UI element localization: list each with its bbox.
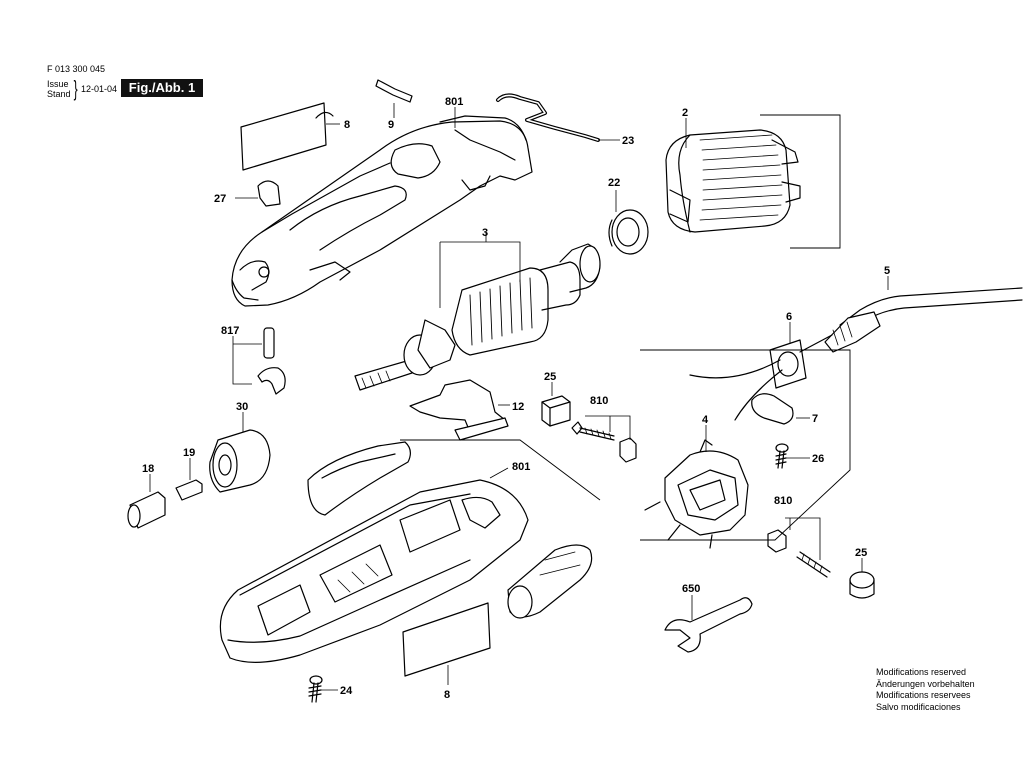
label-801-top: 801	[445, 96, 463, 108]
spring-clip-27	[257, 180, 281, 207]
label-25-upper: 25	[544, 371, 556, 383]
label-5: 5	[884, 265, 890, 277]
strain-relief-6	[689, 334, 833, 421]
pin-817	[257, 327, 286, 395]
label-817: 817	[221, 325, 239, 337]
label-8-bottom: 8	[444, 689, 450, 701]
screw-26	[775, 443, 789, 469]
notice-line-fr: Modifications reservees	[876, 690, 971, 700]
label-4: 4	[702, 414, 709, 426]
label-24: 24	[340, 685, 353, 697]
label-27: 27	[214, 193, 226, 205]
label-25-lower: 25	[855, 547, 867, 559]
label-650: 650	[682, 583, 700, 595]
label-801-bottom: 801	[512, 461, 530, 473]
detail-frame-coil	[760, 114, 841, 249]
field-coil-2	[665, 129, 801, 233]
clip-9	[375, 79, 413, 103]
armature-3	[354, 243, 601, 391]
label-2: 2	[682, 107, 688, 119]
detail-frame-right	[640, 349, 851, 541]
cord-clamp-7	[751, 393, 794, 425]
power-cord-5	[824, 287, 1023, 353]
label-9: 9	[388, 119, 394, 131]
brush-spring-810-lower	[767, 529, 831, 578]
screw-24	[308, 675, 323, 703]
bearing-22	[608, 209, 649, 255]
brush-holder-4	[644, 439, 749, 549]
part-code: F 013 300 045	[47, 64, 106, 74]
label-plate-top	[240, 102, 334, 171]
brush-spring-810-upper	[571, 421, 637, 463]
modifications-notice: Modifications reserved Änderungen vorbeh…	[876, 667, 975, 713]
detail-frame-lower	[400, 439, 601, 501]
wrench-650	[664, 597, 753, 653]
notice-line-en: Modifications reserved	[876, 667, 967, 677]
collet-adapter-18	[127, 491, 166, 529]
label-6: 6	[786, 311, 792, 323]
upper-housing-801	[231, 115, 533, 307]
end-cap	[507, 544, 593, 619]
collet-nut-30	[209, 429, 271, 493]
notice-line-es: Salvo modificaciones	[876, 701, 961, 712]
brush-25-upper	[541, 395, 571, 427]
collet-19	[175, 479, 203, 501]
bracket-12	[409, 379, 506, 433]
notice-line-de: Änderungen vorbehalten	[876, 678, 975, 689]
side-grip-upper	[307, 441, 411, 516]
brush-25-lower	[849, 571, 875, 599]
issue-date: 12-01-04	[81, 84, 118, 94]
label-3: 3	[482, 227, 488, 239]
label-30: 30	[236, 401, 248, 413]
label-plate-bottom	[402, 602, 491, 677]
brace-glyph: }	[73, 76, 78, 101]
label-12: 12	[512, 401, 524, 413]
label-26: 26	[812, 453, 824, 465]
label-18: 18	[142, 463, 154, 475]
issue-label: Issue	[47, 79, 69, 89]
label-19: 19	[183, 447, 195, 459]
label-8-top: 8	[344, 119, 350, 131]
stand-label: Stand	[47, 89, 71, 99]
label-22: 22	[608, 177, 620, 189]
lower-housing-801	[219, 479, 529, 663]
label-810-upper: 810	[590, 395, 608, 407]
label-810-lower: 810	[774, 495, 792, 507]
figure-label: Fig./Abb. 1	[121, 79, 203, 97]
label-7: 7	[812, 413, 818, 425]
label-23: 23	[622, 135, 634, 147]
